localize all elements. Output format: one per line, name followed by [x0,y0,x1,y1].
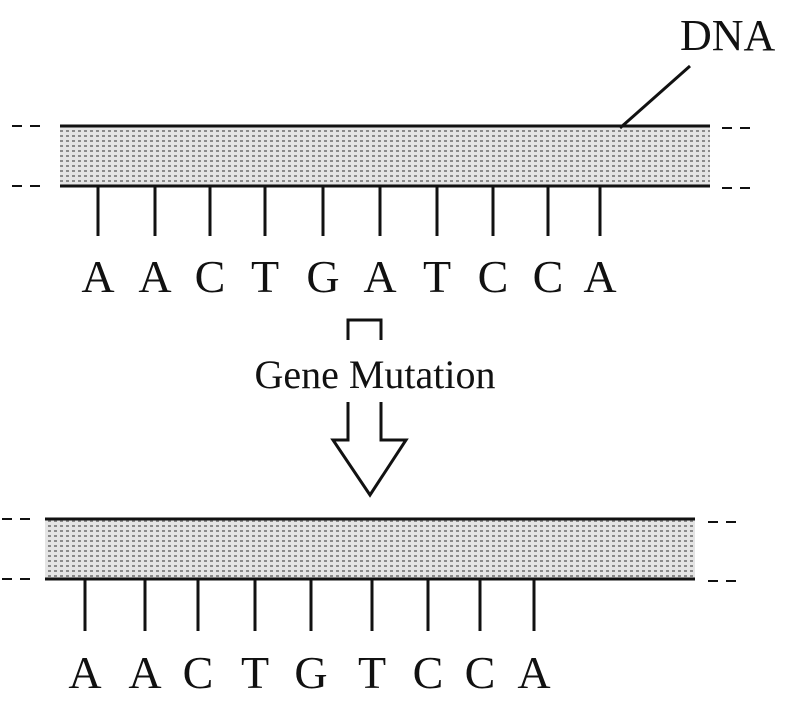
base-letter: C [195,251,226,302]
base-letter: C [533,251,564,302]
base-letter: T [251,251,279,302]
base-letter: G [306,251,339,302]
base-letter: C [478,251,509,302]
base-letter: C [413,647,444,698]
mutation-arrow [330,318,409,498]
base-letter: T [358,647,386,698]
dna-band [45,519,695,579]
base-letter: A [128,647,161,698]
base-letter: A [363,251,396,302]
dna-band [60,126,710,186]
dna-label-pointer [619,64,691,130]
base-letter: T [423,251,451,302]
base-letter: T [241,647,269,698]
base-letter: A [138,251,171,302]
process-label: Gene Mutation [254,352,495,397]
base-letter: C [183,647,214,698]
base-letter: C [465,647,496,698]
base-letter: G [294,647,327,698]
dna-label: DNA [680,11,776,60]
base-letter: A [583,251,616,302]
base-letter: A [81,251,114,302]
base-letter: A [68,647,101,698]
base-letter: A [517,647,550,698]
